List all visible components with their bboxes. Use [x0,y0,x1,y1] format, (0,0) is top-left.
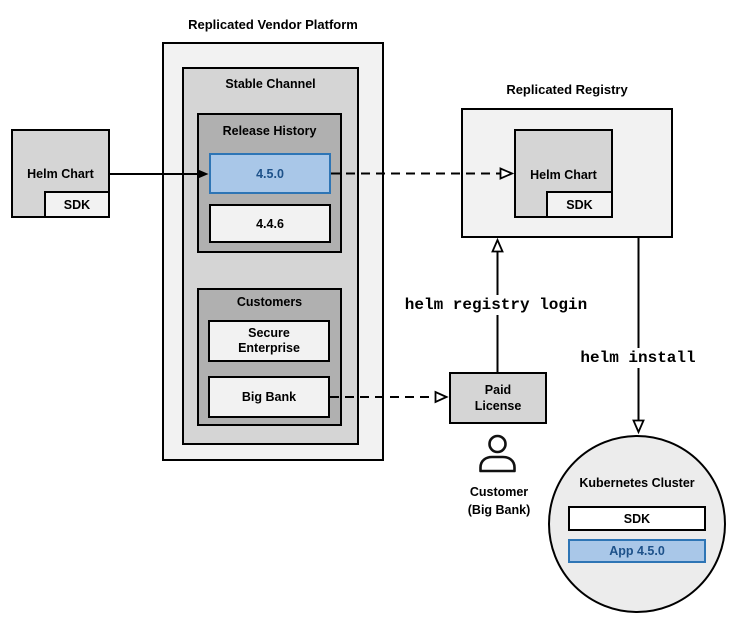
paid-license-box: Paid License [449,372,547,424]
stable-channel-label: Stable Channel [225,77,316,91]
release-version-label: 4.5.0 [256,166,284,181]
customer-name-line: Secure [248,326,290,340]
release-version-4-5-0: 4.5.0 [209,153,331,194]
paid-license-label-line: Paid [484,383,512,397]
sdk-label: SDK [63,197,91,212]
sdk-label: SDK [566,197,593,212]
customer-big-bank: Big Bank [208,376,330,418]
release-version-4-4-6: 4.4.6 [209,204,331,243]
registry-title: Replicated Registry [506,82,628,97]
sdk-label: SDK [623,511,651,526]
person-icon [479,434,516,473]
customer-name-line: Big Bank [241,390,297,404]
customer-name-line: Enterprise [238,341,300,355]
registry-sdk-box: SDK [546,191,613,218]
app-version-label: App 4.5.0 [609,544,665,558]
release-version-label: 4.4.6 [256,216,284,231]
paid-license-label-line: License [474,399,522,413]
release-history-label: Release History [222,124,317,138]
cluster-app-box: App 4.5.0 [568,539,706,563]
customers-label: Customers [236,295,303,309]
customer-caption-line: (Big Bank) [467,503,531,517]
command-helm-registry-login: helm registry login [400,295,592,315]
cluster-sdk-box: SDK [568,506,706,531]
registry-helm-chart-label: Helm Chart [530,168,597,182]
customer-secure-enterprise: Secure Enterprise [208,320,330,362]
command-helm-install: helm install [576,348,700,368]
platform-title: Replicated Vendor Platform [188,17,358,32]
vendor-sdk-box: SDK [44,191,110,218]
arrow-registry-to-cluster [632,238,645,435]
customer-caption: Customer (Big Bank) [449,483,549,519]
customer-caption-line: Customer [469,485,529,499]
vendor-helm-chart-label: Helm Chart [27,167,94,181]
kubernetes-cluster-label: Kubernetes Cluster [579,476,695,490]
